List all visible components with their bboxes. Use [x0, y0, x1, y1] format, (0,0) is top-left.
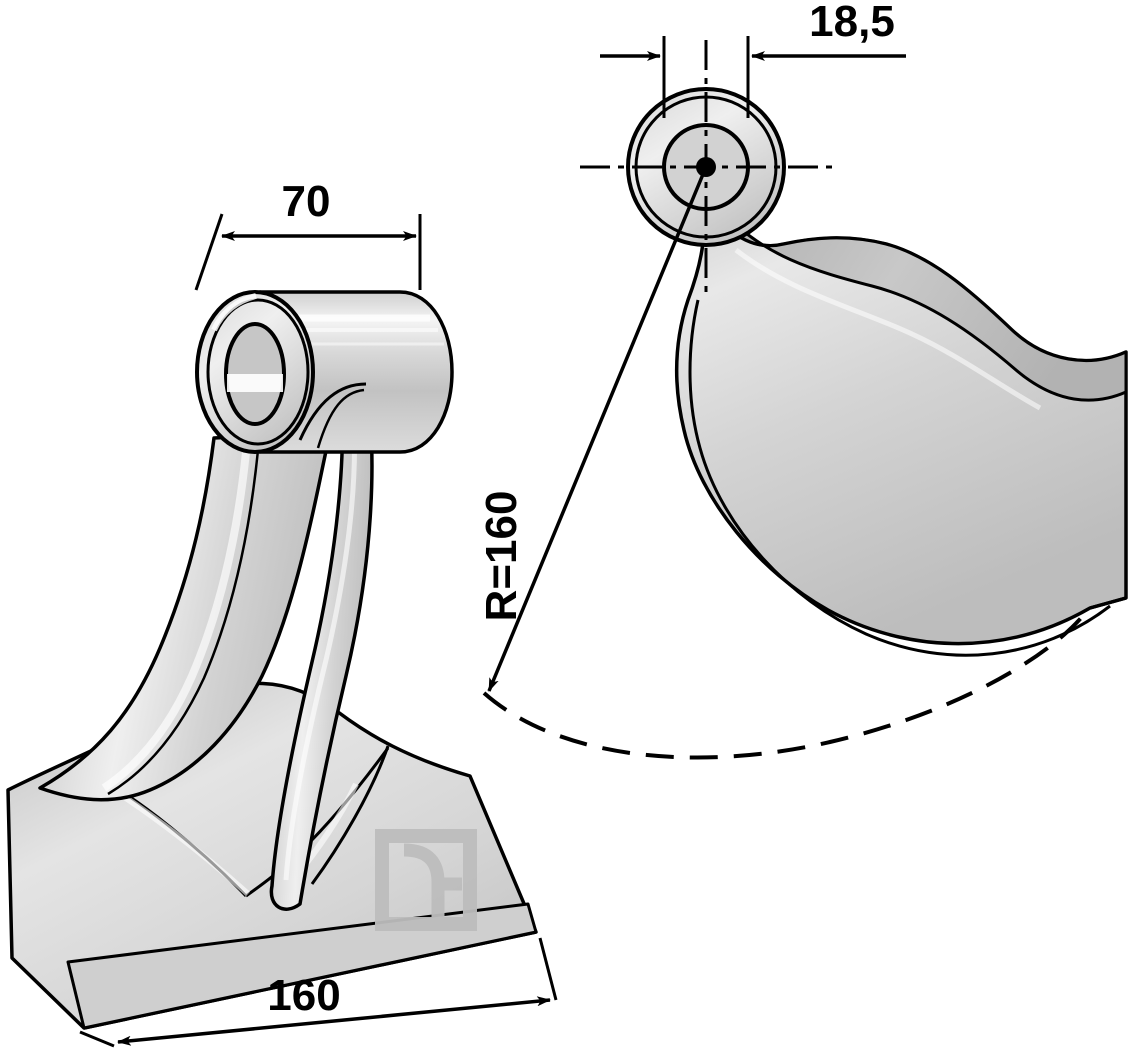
front-neck-sheen — [101, 451, 250, 792]
bore-dimension-label: 18,5 — [809, 0, 895, 46]
front-hub-bore-highlight — [227, 374, 283, 392]
blade-width-extension-right — [538, 937, 558, 1001]
blade-width-extension-left — [79, 1030, 115, 1048]
front-rib — [269, 376, 374, 911]
window-logo-curve — [403, 843, 445, 918]
front-foot-facet-right — [310, 745, 390, 885]
side-blade-highlight-band — [710, 204, 1128, 402]
window-logo — [375, 829, 477, 931]
window-logo-frame — [375, 829, 477, 931]
front-hub-neck-junction — [298, 382, 367, 441]
radius-leader-line — [487, 166, 708, 692]
front-hub-second-ellipse — [206, 298, 310, 446]
hub-length-extension-left — [194, 213, 224, 291]
front-neck-body — [38, 430, 332, 802]
radius-dimension-label: R=160 — [477, 491, 526, 622]
side-blade-inner-edge — [688, 299, 1111, 657]
side-view-group: R=160 18,5 — [477, 0, 1128, 760]
blade-width-dim-line — [117, 996, 551, 1046]
side-blade-tip-edge — [1089, 596, 1127, 610]
front-rib-sheen — [283, 399, 357, 881]
blade-width-dimension-label: 160 — [267, 971, 340, 1020]
front-hub-ring-sheen — [211, 293, 257, 332]
front-view-group: 70 160 — [6, 177, 558, 1048]
swing-arc-dashed — [482, 602, 1094, 760]
side-blade-sheen — [734, 248, 1042, 411]
hub-length-dimension-label: 70 — [282, 177, 331, 226]
front-hub-neck-junction-2 — [316, 388, 365, 449]
front-neck-inner-line — [107, 449, 260, 796]
